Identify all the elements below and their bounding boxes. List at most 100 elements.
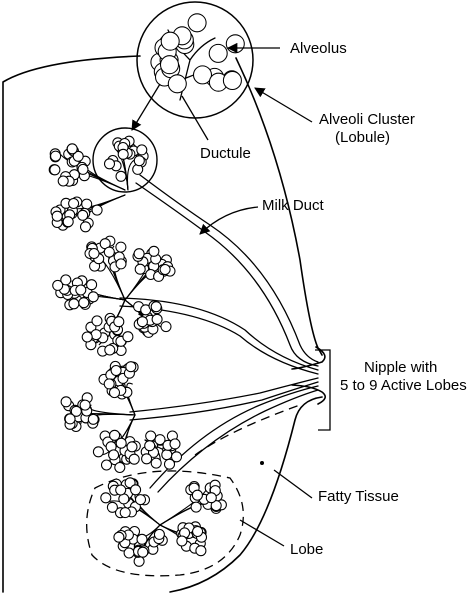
alveolus [150, 457, 162, 469]
alveolus [87, 291, 99, 303]
alveolus [52, 279, 64, 291]
fatty-tissue-dot [260, 461, 264, 465]
alveolus [115, 170, 127, 182]
alveolus [70, 405, 82, 417]
lobe-outline [86, 470, 244, 577]
alveolus [225, 34, 245, 54]
alveolus [160, 321, 172, 333]
label-active-lobes: 5 to 9 Active Lobes [340, 377, 467, 394]
alveolus [151, 313, 163, 325]
alveoli-cluster [81, 299, 134, 357]
alveoli-cluster [100, 477, 161, 526]
alveolus [68, 298, 80, 310]
alveolus [192, 65, 213, 85]
alveolus [159, 263, 171, 276]
label-nipple: Nipple with [364, 359, 437, 376]
label-lobule: (Lobule) [335, 129, 390, 146]
alveolus [77, 163, 89, 175]
alveolus [86, 279, 98, 291]
label-alveoli-cluster: Alveoli Cluster [319, 111, 415, 128]
alveolus [128, 453, 140, 465]
alveolus [49, 164, 61, 176]
alveoli-cluster [124, 299, 172, 338]
alveolus [159, 55, 180, 75]
alveolus [50, 150, 62, 162]
alveolus [115, 437, 127, 449]
alveolus [104, 344, 116, 356]
alveolus [92, 446, 104, 458]
alveolus [170, 451, 183, 463]
alveoli-cluster [159, 521, 208, 557]
alveolus [103, 158, 116, 170]
label-milk-duct: Milk Duct [262, 197, 325, 214]
alveolus [60, 274, 72, 286]
alveolus [81, 198, 93, 210]
alveolus [100, 459, 113, 471]
alveolus [210, 500, 222, 512]
alveoli-cluster [92, 414, 141, 474]
alveolus [176, 535, 188, 547]
alveolus [136, 533, 148, 545]
alveoli-cluster [48, 143, 126, 191]
alveolus [60, 396, 72, 408]
alveolus [57, 175, 69, 187]
alveolus [191, 489, 203, 501]
fatty-tissue-outline [194, 404, 301, 456]
magnified-lobule [136, 1, 254, 119]
alveolus [108, 387, 121, 399]
alveolus [91, 204, 103, 216]
alveolus [100, 492, 112, 504]
alveolus [78, 297, 90, 309]
alveolus [110, 364, 122, 377]
alveolus [160, 31, 180, 51]
alveolus [115, 258, 127, 270]
alveolus [115, 241, 127, 253]
alveolus [154, 434, 166, 446]
callout-arrows [131, 42, 331, 547]
alveolus [79, 221, 92, 233]
alveolus [91, 315, 103, 327]
alveolus [133, 248, 145, 260]
alveolus [205, 492, 217, 504]
alveolus [187, 13, 207, 33]
alveolus [136, 144, 148, 156]
alveolus [113, 316, 125, 328]
alveolus [161, 449, 173, 461]
alveolus [192, 525, 204, 538]
alveolus [169, 438, 181, 450]
alveolus [130, 484, 142, 496]
alveolus [133, 555, 145, 567]
breast-outline-lower [169, 396, 323, 593]
alveolus [144, 440, 156, 452]
alveoli-cluster [50, 194, 126, 233]
alveolus [208, 43, 228, 63]
alveolus [114, 461, 126, 474]
alveolus [167, 74, 187, 94]
alveolus [134, 263, 146, 275]
alveoli-cluster [159, 479, 227, 526]
breast-outline [2, 55, 323, 593]
alveolus [75, 284, 87, 296]
alveolus [66, 143, 78, 155]
alveolus [108, 449, 120, 461]
alveoli-cluster [113, 524, 168, 567]
alveolus [190, 501, 202, 513]
alveolus [141, 453, 153, 465]
alveolus [109, 429, 121, 441]
alveolus [81, 331, 93, 343]
alveolus [222, 70, 242, 91]
alveolus [136, 316, 148, 328]
alveolus [137, 546, 149, 558]
alveolus [122, 331, 134, 343]
alveoli-cluster [98, 360, 139, 416]
alveolus [103, 246, 115, 258]
alveolus [68, 197, 80, 210]
alveolus [72, 150, 84, 162]
alveolus [117, 148, 129, 160]
alveolus [153, 528, 165, 540]
alveolus [145, 430, 157, 442]
alveoli-cluster [84, 235, 127, 301]
alveolus [64, 413, 76, 425]
alveolus [133, 155, 145, 167]
